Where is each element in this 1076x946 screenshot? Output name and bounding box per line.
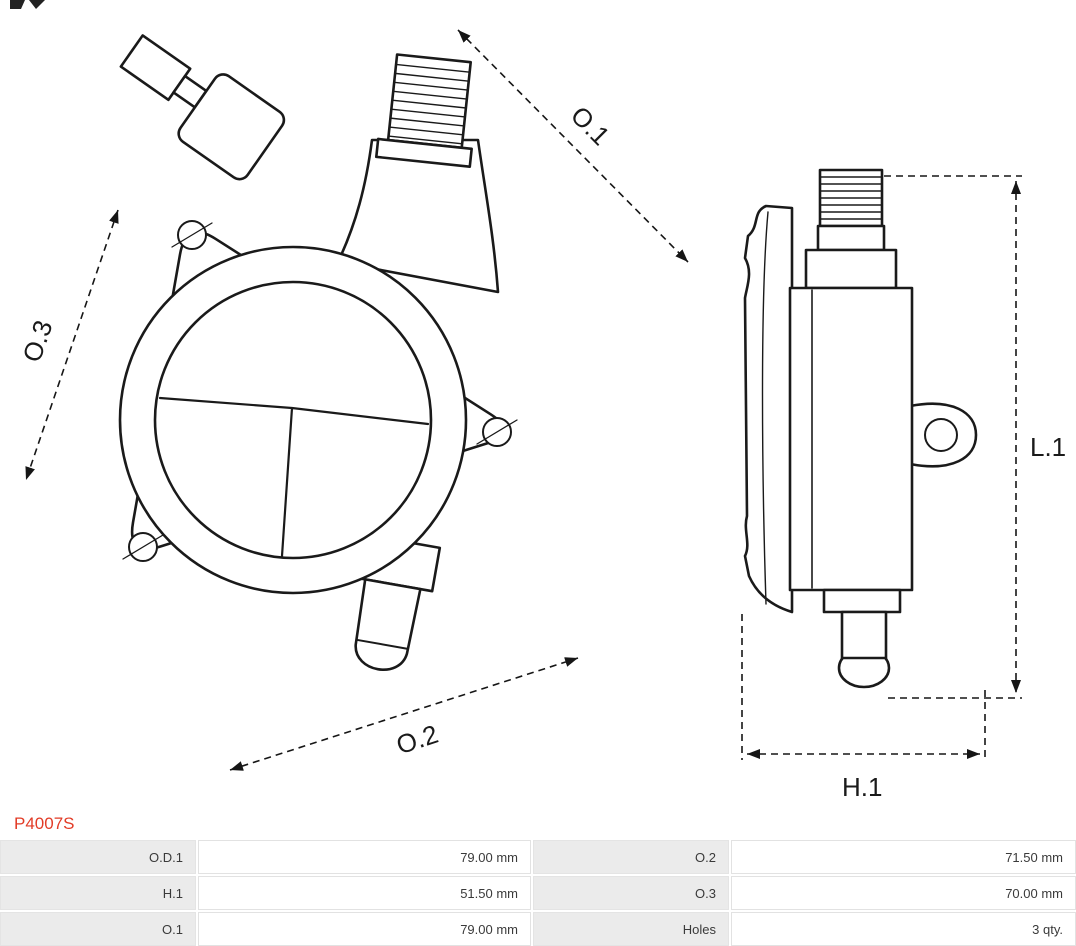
dim-label-o1: O.1: [565, 100, 616, 151]
dim-label-o2: O.2: [393, 719, 442, 760]
spec-value: 79.00 mm: [198, 912, 531, 946]
side-body: [788, 286, 914, 592]
dim-o1-line: [457, 29, 689, 263]
dim-label-h1: H.1: [842, 772, 882, 802]
side-ear-hole: [924, 418, 958, 452]
dim-o2-line: [229, 657, 579, 771]
pump-body-inner-circle: [153, 280, 433, 560]
spec-table: O.D.1 79.00 mm O.2 71.50 mm H.1 51.50 mm…: [0, 840, 1076, 946]
side-bottom-step: [822, 588, 902, 614]
side-flange-inner-line: [761, 211, 769, 605]
side-nozzle: [840, 610, 888, 660]
side-stud-threads: [820, 176, 882, 220]
corner-logo-fragment-icon: [10, 0, 45, 9]
spec-label: O.3: [533, 876, 729, 910]
spec-value: 79.00 mm: [198, 840, 531, 874]
spec-label: O.1: [0, 912, 196, 946]
front-view: [118, 34, 518, 671]
bolt-hole-right: [476, 417, 518, 447]
side-flange-profile: [743, 204, 794, 614]
technical-drawing-area: O.1 O.3 O.2 L.1 H.1: [10, 0, 1066, 802]
side-view: [743, 168, 978, 689]
spec-label: O.D.1: [0, 840, 196, 874]
threaded-fitting: [374, 53, 473, 169]
spec-value: 71.50 mm: [731, 840, 1076, 874]
bolt-hole-top-left: [171, 220, 213, 250]
rotor-division-lines: [158, 396, 430, 558]
spec-label: Holes: [533, 912, 729, 946]
side-stud-base: [816, 224, 886, 252]
bolt-hole-bottom-left: [122, 532, 164, 562]
technical-drawing: O.1 O.3 O.2 L.1 H.1: [10, 0, 1066, 802]
spec-value: 51.50 mm: [198, 876, 531, 910]
spec-label: O.2: [533, 840, 729, 874]
dim-label-l1: L.1: [1030, 432, 1066, 462]
dim-label-o3: O.3: [16, 316, 58, 365]
spec-value: 70.00 mm: [731, 876, 1076, 910]
spec-label: H.1: [0, 876, 196, 910]
part-number: P4007S: [14, 814, 75, 833]
dimension-lines: [25, 29, 1022, 771]
side-collar: [804, 248, 898, 290]
spec-value: 3 qty.: [731, 912, 1076, 946]
vacuum-port-connector: [119, 34, 286, 181]
